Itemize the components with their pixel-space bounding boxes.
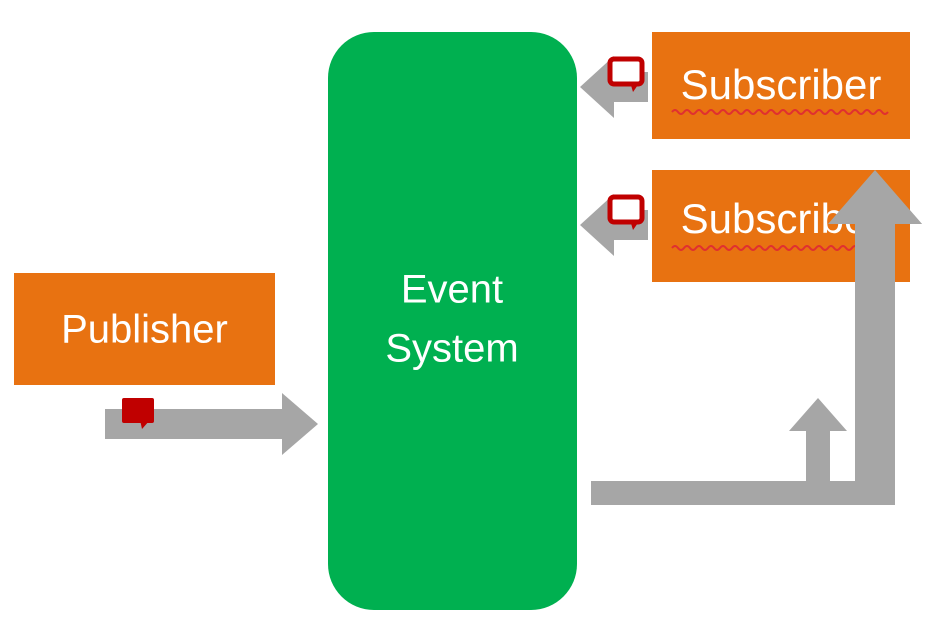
subscribe-1-arrow-shape[interactable] <box>580 56 648 118</box>
arrow-feedback-tall-overlay[interactable] <box>828 170 922 282</box>
arrow-feedback-tall[interactable] <box>828 170 922 505</box>
arrow-feedback-horizontal[interactable] <box>591 481 895 505</box>
feedback-tall-arrow-shape[interactable] <box>828 170 922 505</box>
message-subscribe-2-icon <box>607 194 645 230</box>
node-event-system[interactable]: Event System <box>328 32 577 610</box>
node-subscriber-1[interactable]: Subscriber <box>652 32 910 139</box>
message-subscribe-2-tail <box>630 220 640 230</box>
publish-arrow-shape[interactable] <box>105 393 318 455</box>
message-subscribe-1-body <box>607 56 645 87</box>
arrow-subscribe-1[interactable] <box>580 56 648 118</box>
subscriber-1-label: Subscriber <box>681 61 882 108</box>
message-publish-tail <box>140 420 150 429</box>
node-publisher[interactable]: Publisher <box>14 273 275 385</box>
subscriber-1-spellcheck-squiggle <box>671 109 889 115</box>
feedback-horizontal-bar[interactable] <box>591 481 895 505</box>
arrow-feedback-short[interactable] <box>789 398 847 505</box>
message-publish-body <box>122 398 154 423</box>
arrow-publish[interactable] <box>105 393 318 455</box>
publisher-label: Publisher <box>61 308 228 352</box>
arrow-subscribe-2[interactable] <box>580 194 648 256</box>
subscribe-2-arrow-shape[interactable] <box>580 194 648 256</box>
message-subscribe-1-tail <box>630 82 640 92</box>
event-system-box[interactable] <box>328 32 577 610</box>
event-system-label-line-1: Event <box>401 268 503 312</box>
message-publish-icon <box>122 398 154 429</box>
event-system-label-line-2: System <box>385 327 518 371</box>
publisher-box[interactable] <box>14 273 275 385</box>
feedback-tall-arrow-overlay-shape[interactable] <box>828 170 922 282</box>
subscriber-2-spellcheck-squiggle <box>671 245 889 251</box>
feedback-short-arrow-shape[interactable] <box>789 398 847 505</box>
message-subscribe-1-icon <box>607 56 645 92</box>
message-subscribe-2-body <box>607 194 645 225</box>
subscriber-1-box[interactable] <box>652 32 910 139</box>
